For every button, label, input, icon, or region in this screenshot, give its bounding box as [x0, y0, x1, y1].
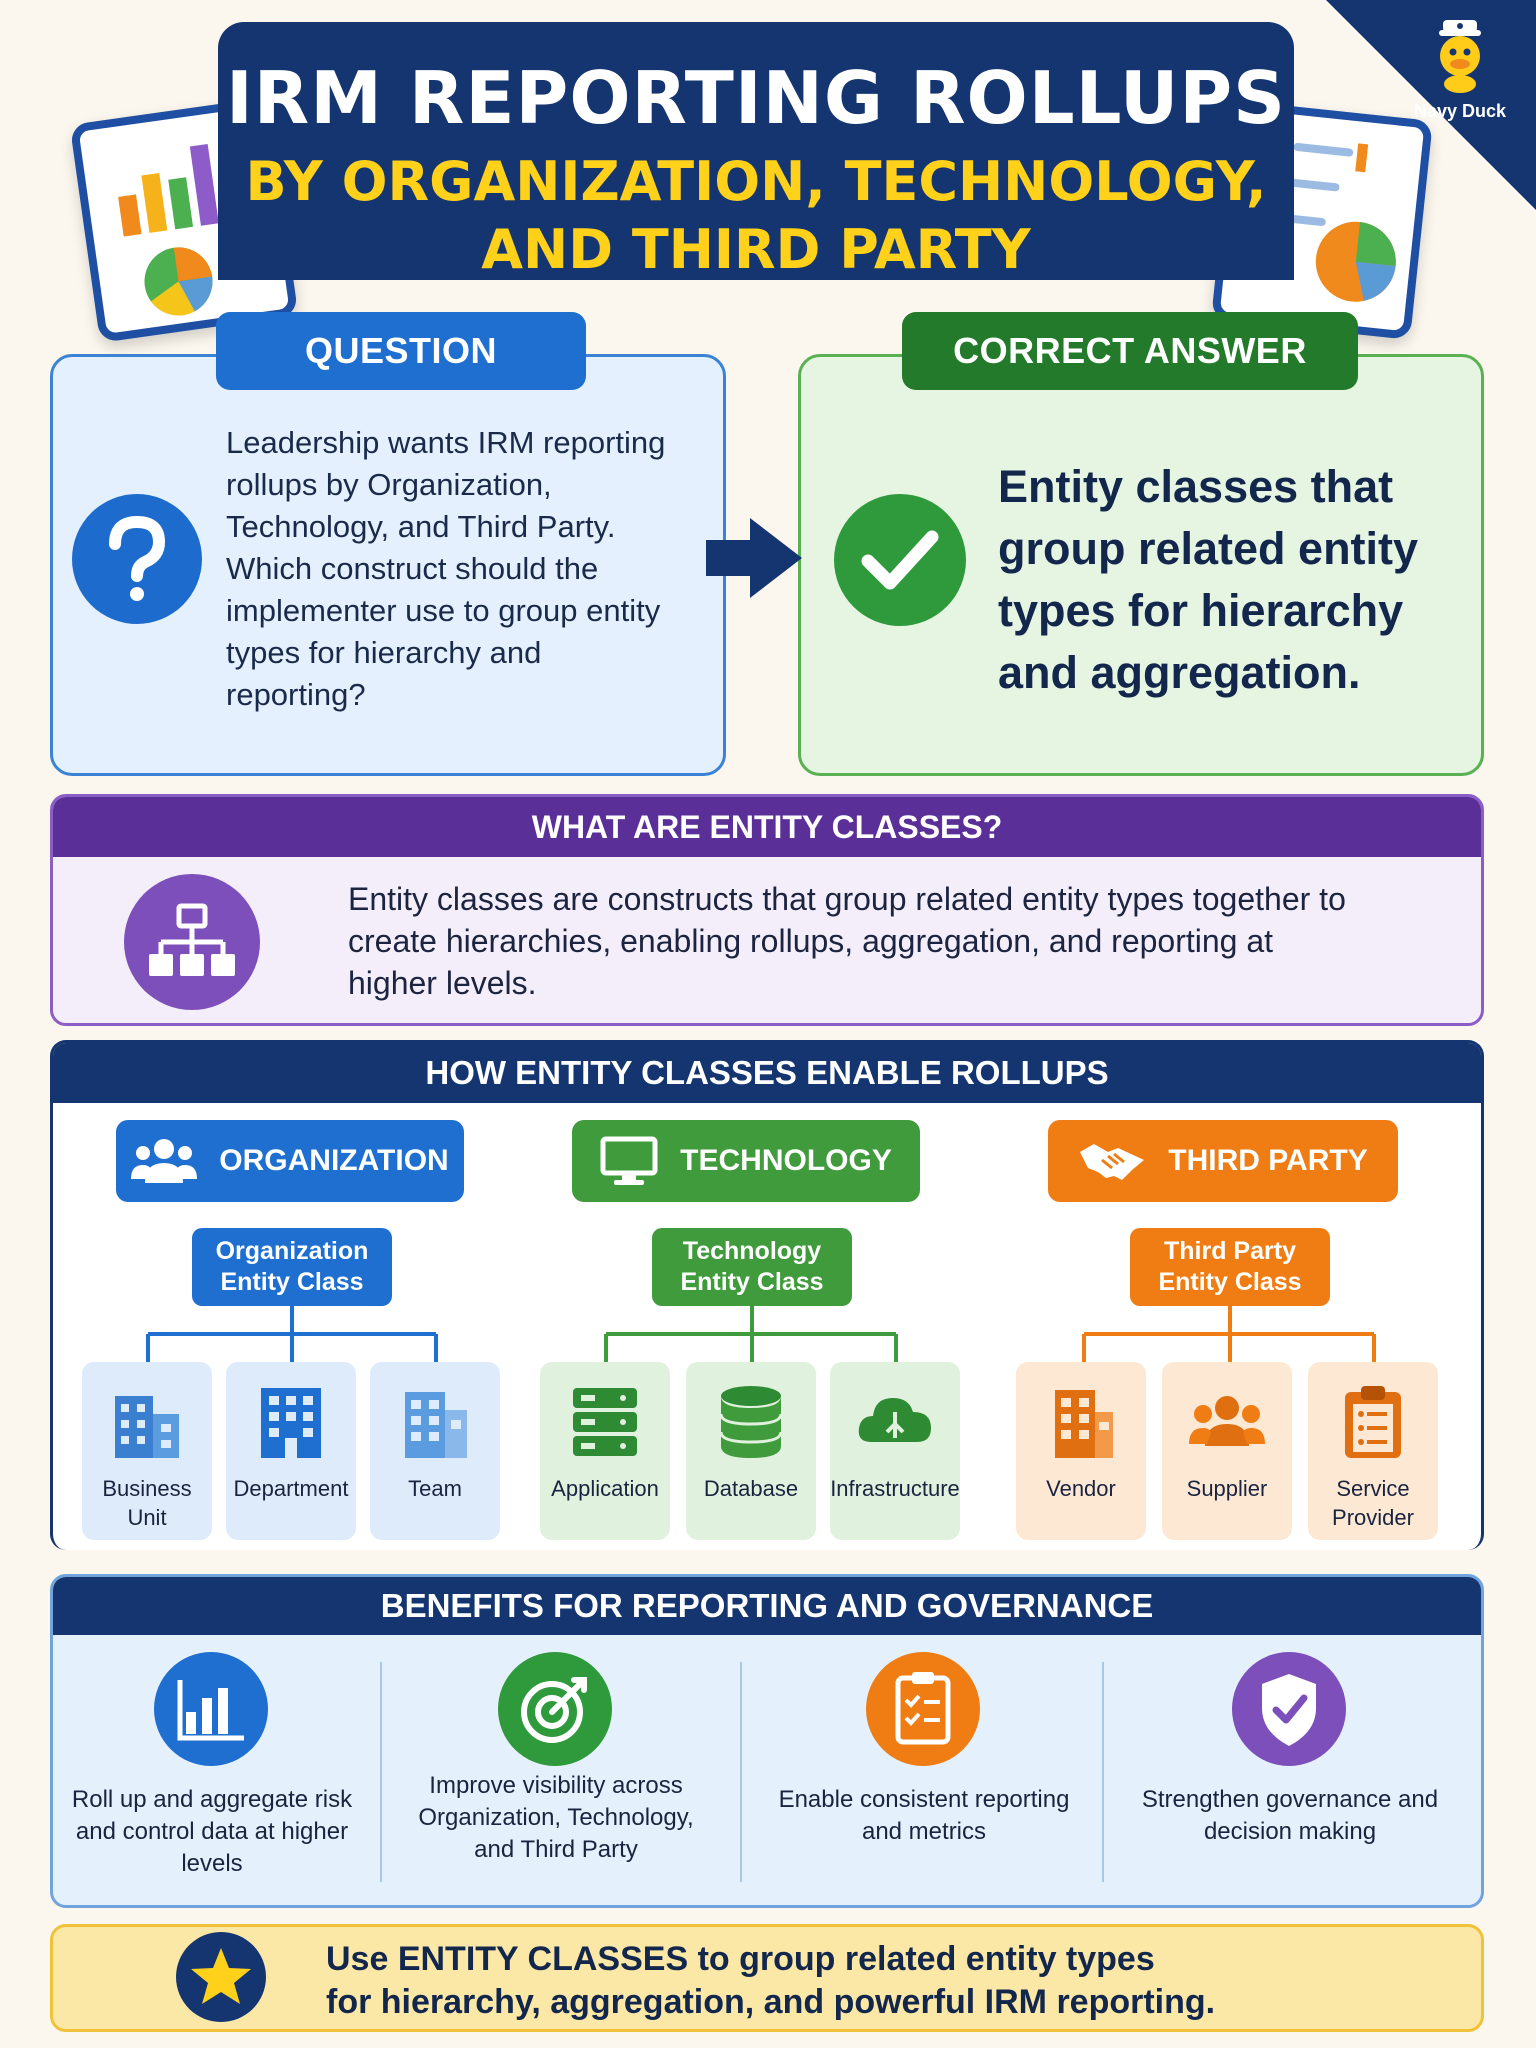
third-party-tree-connector — [1082, 1306, 1376, 1362]
technology-header: TECHNOLOGY — [572, 1120, 920, 1202]
clipboard-icon — [866, 1652, 980, 1766]
organization-entity-class-line-2: Entity Class — [220, 1268, 364, 1296]
people-group-icon — [1189, 1396, 1265, 1446]
footer-callout — [50, 1924, 1484, 2032]
technology-entity-class-line-2: Entity Class — [680, 1268, 824, 1296]
arrow-right-icon — [706, 518, 802, 598]
bar-chart-icon — [154, 1652, 268, 1766]
chart-board-illustration — [69, 97, 299, 343]
vendor-building-icon — [1055, 1390, 1113, 1458]
benefit-divider — [740, 1662, 742, 1882]
benefit-text: Improve visibility across Organization, … — [418, 1772, 694, 1863]
brand-logo: Navy Duck — [1390, 16, 1530, 122]
question-mark-icon — [72, 494, 202, 624]
hierarchy-icon — [124, 874, 260, 1010]
entity-type-database: Database — [686, 1362, 816, 1540]
benefit-text: Enable consistent reporting and metrics — [778, 1786, 1070, 1845]
organization-tree-connector — [146, 1306, 438, 1362]
entity-type-label: Team — [408, 1476, 462, 1501]
question-text: Leadership wants IRM reporting rollups b… — [226, 425, 666, 712]
page-subtitle-line-2: AND THIRD PARTY — [481, 218, 1031, 281]
entity-type-supplier: Supplier — [1162, 1362, 1292, 1540]
entity-type-label: Supplier — [1186, 1476, 1268, 1501]
organization-entity-class: Organization Entity Class — [192, 1228, 392, 1306]
benefit-text: Roll up and aggregate risk and control d… — [71, 1786, 353, 1877]
monitor-icon — [600, 1136, 658, 1185]
third-party-entity-class: Third Party Entity Class — [1130, 1228, 1330, 1306]
footer-line-1: Use ENTITY CLASSES to group related enti… — [326, 1940, 1155, 1978]
server-stack-icon — [573, 1388, 637, 1456]
answer-text: Entity classes that group related entity… — [998, 461, 1419, 698]
answer-label: CORRECT ANSWER — [902, 312, 1358, 390]
entity-type-application: Application — [540, 1362, 670, 1540]
third-party-entity-class-line-2: Entity Class — [1158, 1268, 1302, 1296]
organization-header: ORGANIZATION — [116, 1120, 464, 1202]
building-icon — [115, 1396, 179, 1458]
entity-type-label: Service — [1336, 1476, 1410, 1501]
technology-entity-class-line-1: Technology — [682, 1237, 822, 1265]
third-party-header-label: THIRD PARTY — [1168, 1144, 1368, 1177]
bar-pie-chart-icon — [118, 143, 219, 316]
clipboard-list-icon — [1345, 1386, 1401, 1458]
benefit-divider — [380, 1662, 382, 1882]
entity-type-vendor: Vendor — [1016, 1362, 1146, 1540]
shield-check-icon — [1232, 1652, 1346, 1766]
technology-header-label: TECHNOLOGY — [680, 1144, 892, 1177]
what-section-text: Entity classes are constructs that group… — [348, 881, 1346, 1001]
organization-header-label: ORGANIZATION — [219, 1144, 449, 1177]
people-group-icon — [131, 1139, 198, 1183]
benefit-divider — [1102, 1662, 1104, 1882]
entity-type-label: Business — [102, 1476, 192, 1501]
office-building-icon — [261, 1388, 321, 1458]
duck-mascot-icon — [1439, 20, 1481, 93]
technology-entity-class: Technology Entity Class — [652, 1228, 852, 1306]
benefit-text: Strengthen governance and decision makin… — [1141, 1786, 1439, 1845]
entity-type-label: Provider — [1332, 1505, 1414, 1530]
title-banner: IRM REPORTING ROLLUPS BY ORGANIZATION, T… — [218, 22, 1294, 281]
building-icon — [405, 1392, 467, 1458]
brand-name: Navy Duck — [1413, 101, 1507, 121]
question-label: QUESTION — [216, 312, 586, 390]
organization-entity-class-line-1: Organization — [215, 1237, 369, 1265]
handshake-icon — [1080, 1144, 1145, 1180]
how-section-title: HOW ENTITY CLASSES ENABLE ROLLUPS — [53, 1043, 1481, 1103]
star-icon — [176, 1932, 266, 2022]
entity-type-label: Infrastructure — [830, 1476, 960, 1501]
entity-type-label: Department — [233, 1476, 349, 1501]
entity-type-infrastructure: Infrastructure — [830, 1362, 960, 1540]
technology-tree-connector — [604, 1306, 898, 1362]
database-icon — [719, 1386, 783, 1458]
cloud-icon — [858, 1398, 931, 1442]
benefits-section-title: BENEFITS FOR REPORTING AND GOVERNANCE — [53, 1577, 1481, 1635]
entity-type-department: Department — [226, 1362, 356, 1540]
entity-type-label: Application — [551, 1476, 659, 1501]
checkmark-icon — [834, 494, 966, 626]
footer-text: Use ENTITY CLASSES to group related enti… — [326, 1938, 1426, 2024]
page-subtitle-line-1: BY ORGANIZATION, TECHNOLOGY, — [245, 150, 1267, 213]
target-icon — [498, 1652, 612, 1766]
what-are-entity-classes-section: WHAT ARE ENTITY CLASSES? — [50, 794, 1484, 1026]
page-title: IRM REPORTING ROLLUPS — [225, 56, 1286, 140]
footer-line-2: for hierarchy, aggregation, and powerful… — [326, 1983, 1216, 2021]
third-party-header: THIRD PARTY — [1048, 1120, 1398, 1202]
entity-type-label: Vendor — [1046, 1476, 1116, 1501]
entity-type-label: Unit — [127, 1505, 167, 1530]
entity-type-label: Database — [703, 1476, 799, 1501]
entity-type-team: Team — [370, 1362, 500, 1540]
corner-brand-flag — [1326, 0, 1536, 210]
what-section-title: WHAT ARE ENTITY CLASSES? — [53, 797, 1481, 857]
third-party-entity-class-line-1: Third Party — [1164, 1237, 1296, 1265]
